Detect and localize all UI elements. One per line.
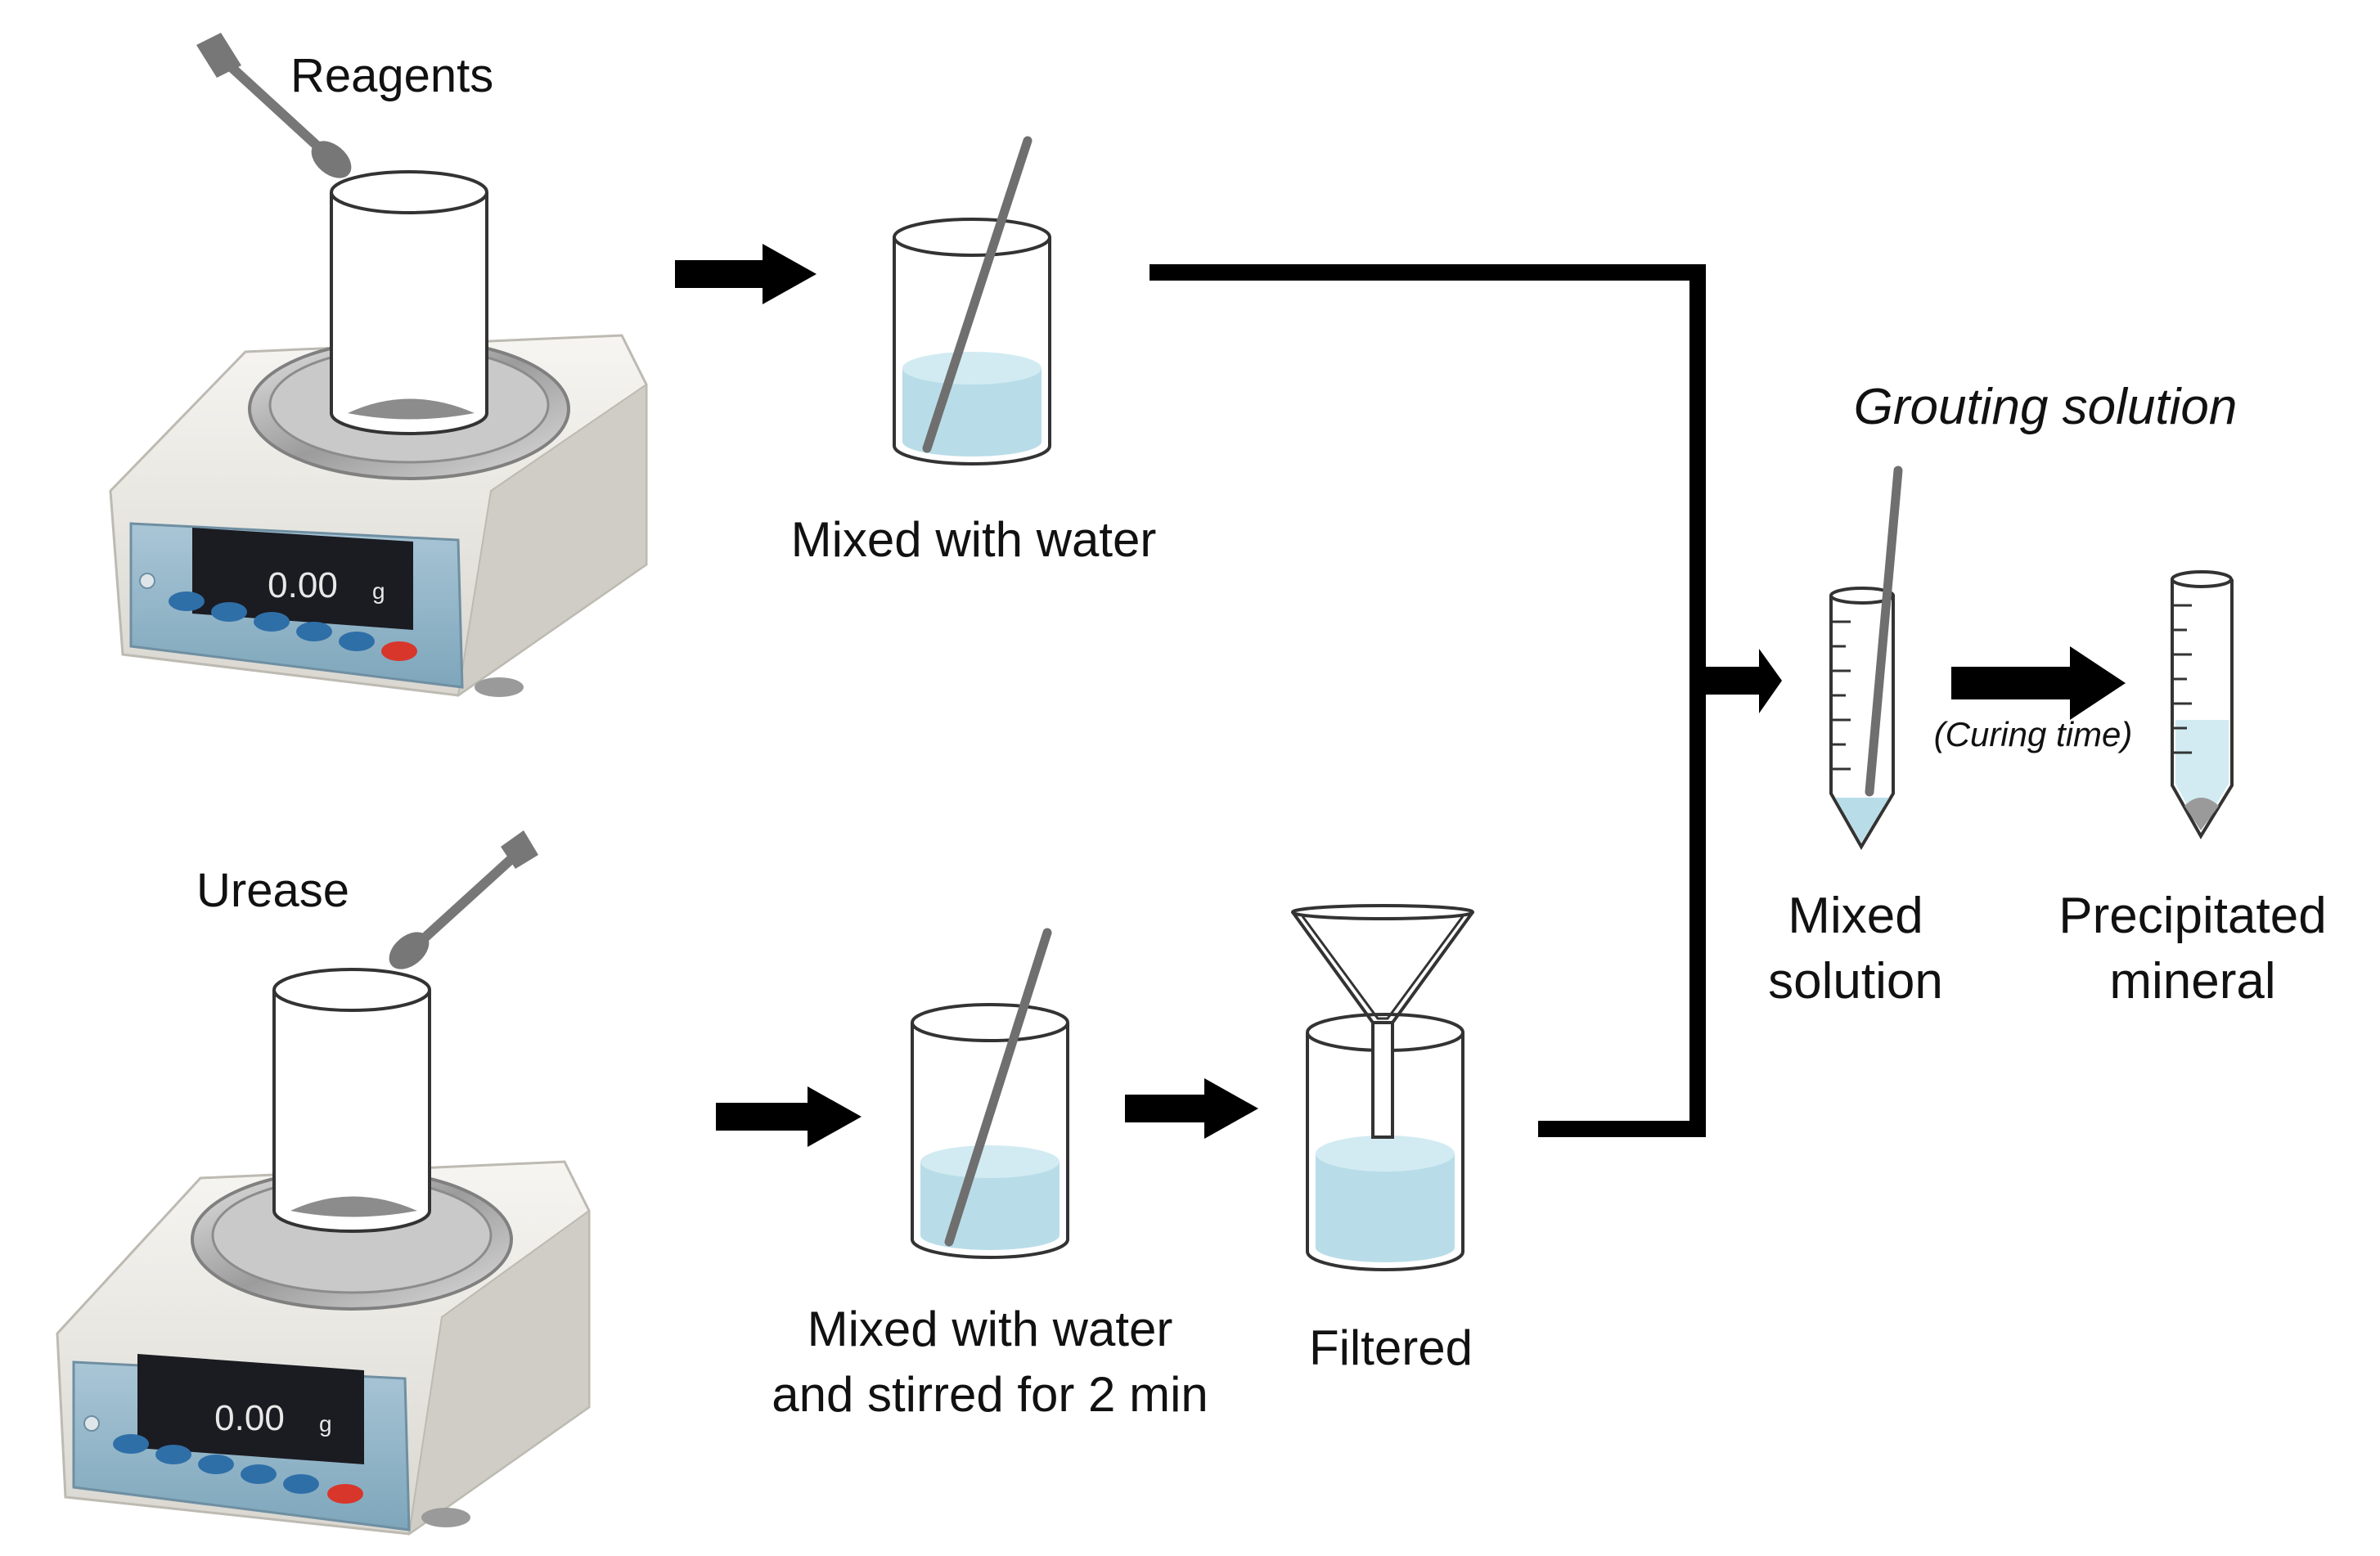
- balance-button: [339, 632, 375, 651]
- liquid-surface: [1316, 1136, 1455, 1171]
- arrow-right-icon: [1759, 649, 1782, 713]
- arrow-right-icon: [716, 1086, 862, 1147]
- label-reagents: Reagents: [290, 49, 493, 102]
- stirring-rod: [922, 136, 1033, 453]
- beaker-icon: [272, 968, 431, 1233]
- precipitate: [2184, 798, 2219, 830]
- liquid: [1316, 1154, 1455, 1262]
- label-urease: Urease: [196, 864, 349, 917]
- balance-button-red: [381, 641, 417, 661]
- label-precipitated-line2: mineral: [2109, 953, 2275, 1010]
- balance-button-red: [327, 1484, 363, 1504]
- balance-button: [155, 1445, 191, 1464]
- label-mixed-with-water-bottom-line2: and stirred for 2 min: [772, 1367, 1208, 1422]
- analytical-balance-icon: 0.00 g: [56, 1160, 591, 1536]
- beaker-mixed-with-water-top: [893, 136, 1051, 465]
- arrow-right-icon: [675, 244, 817, 304]
- label-curing-time: (Curing time): [1934, 715, 2133, 753]
- stirring-rod: [1865, 465, 1903, 797]
- label-mixed-with-water-top: Mixed with water: [791, 512, 1157, 567]
- arrow-right-icon: [1951, 646, 2126, 720]
- beaker-icon: [1306, 1013, 1464, 1271]
- balance-button: [283, 1474, 319, 1494]
- balance-bottom: 0.00 g Urease: [56, 830, 591, 1536]
- spatula-icon: [196, 33, 352, 178]
- balance-button: [211, 602, 247, 622]
- graduation-marks: [2174, 604, 2192, 754]
- balance-button: [198, 1455, 234, 1474]
- label-mixed-solution-line1: Mixed: [1788, 888, 1923, 944]
- funnel-icon: [1291, 904, 1474, 1139]
- label-mixed-with-water-bottom-line1: Mixed with water: [808, 1302, 1173, 1356]
- merge-connector: [1150, 264, 1782, 1137]
- arrow-right-icon: [1125, 1078, 1258, 1139]
- balance-display-reading: 0.00: [214, 1398, 285, 1438]
- beaker-icon: [893, 218, 1051, 465]
- tube-precipitated-mineral: [2171, 570, 2234, 839]
- liquid-surface: [920, 1145, 1060, 1178]
- powder-sample: [290, 1196, 417, 1217]
- label-grouting-solution: Grouting solution: [1854, 379, 2238, 435]
- balance-button: [254, 612, 290, 632]
- balance-top: 0.00 g Reagents: [109, 33, 648, 698]
- tube-mixed-solution: [1829, 465, 1903, 850]
- powder-sample: [348, 398, 475, 420]
- centrifuge-tube-icon: [2171, 570, 2234, 839]
- label-mixed-solution-line2: solution: [1768, 953, 1943, 1010]
- liquid-surface: [902, 352, 1042, 385]
- beaker-icon: [330, 170, 488, 435]
- balance-display-unit: g: [319, 1411, 332, 1437]
- beaker-icon: [911, 1003, 1069, 1259]
- balance-display-reading: 0.00: [268, 565, 338, 605]
- balance-button: [113, 1434, 149, 1454]
- balance-display-unit: g: [372, 578, 385, 604]
- graduation-marks: [1833, 620, 1851, 771]
- balance-button: [169, 591, 205, 611]
- label-filtered: Filtered: [1309, 1320, 1473, 1375]
- beaker-mixed-with-water-bottom: [911, 928, 1069, 1259]
- label-precipitated-line1: Precipitated: [2058, 888, 2326, 944]
- spatula-icon: [389, 830, 538, 969]
- liquid: [902, 368, 1042, 456]
- balance-button: [296, 622, 332, 641]
- balance-button: [241, 1464, 277, 1484]
- beaker-filtered: [1291, 904, 1474, 1271]
- stirring-rod: [944, 928, 1052, 1247]
